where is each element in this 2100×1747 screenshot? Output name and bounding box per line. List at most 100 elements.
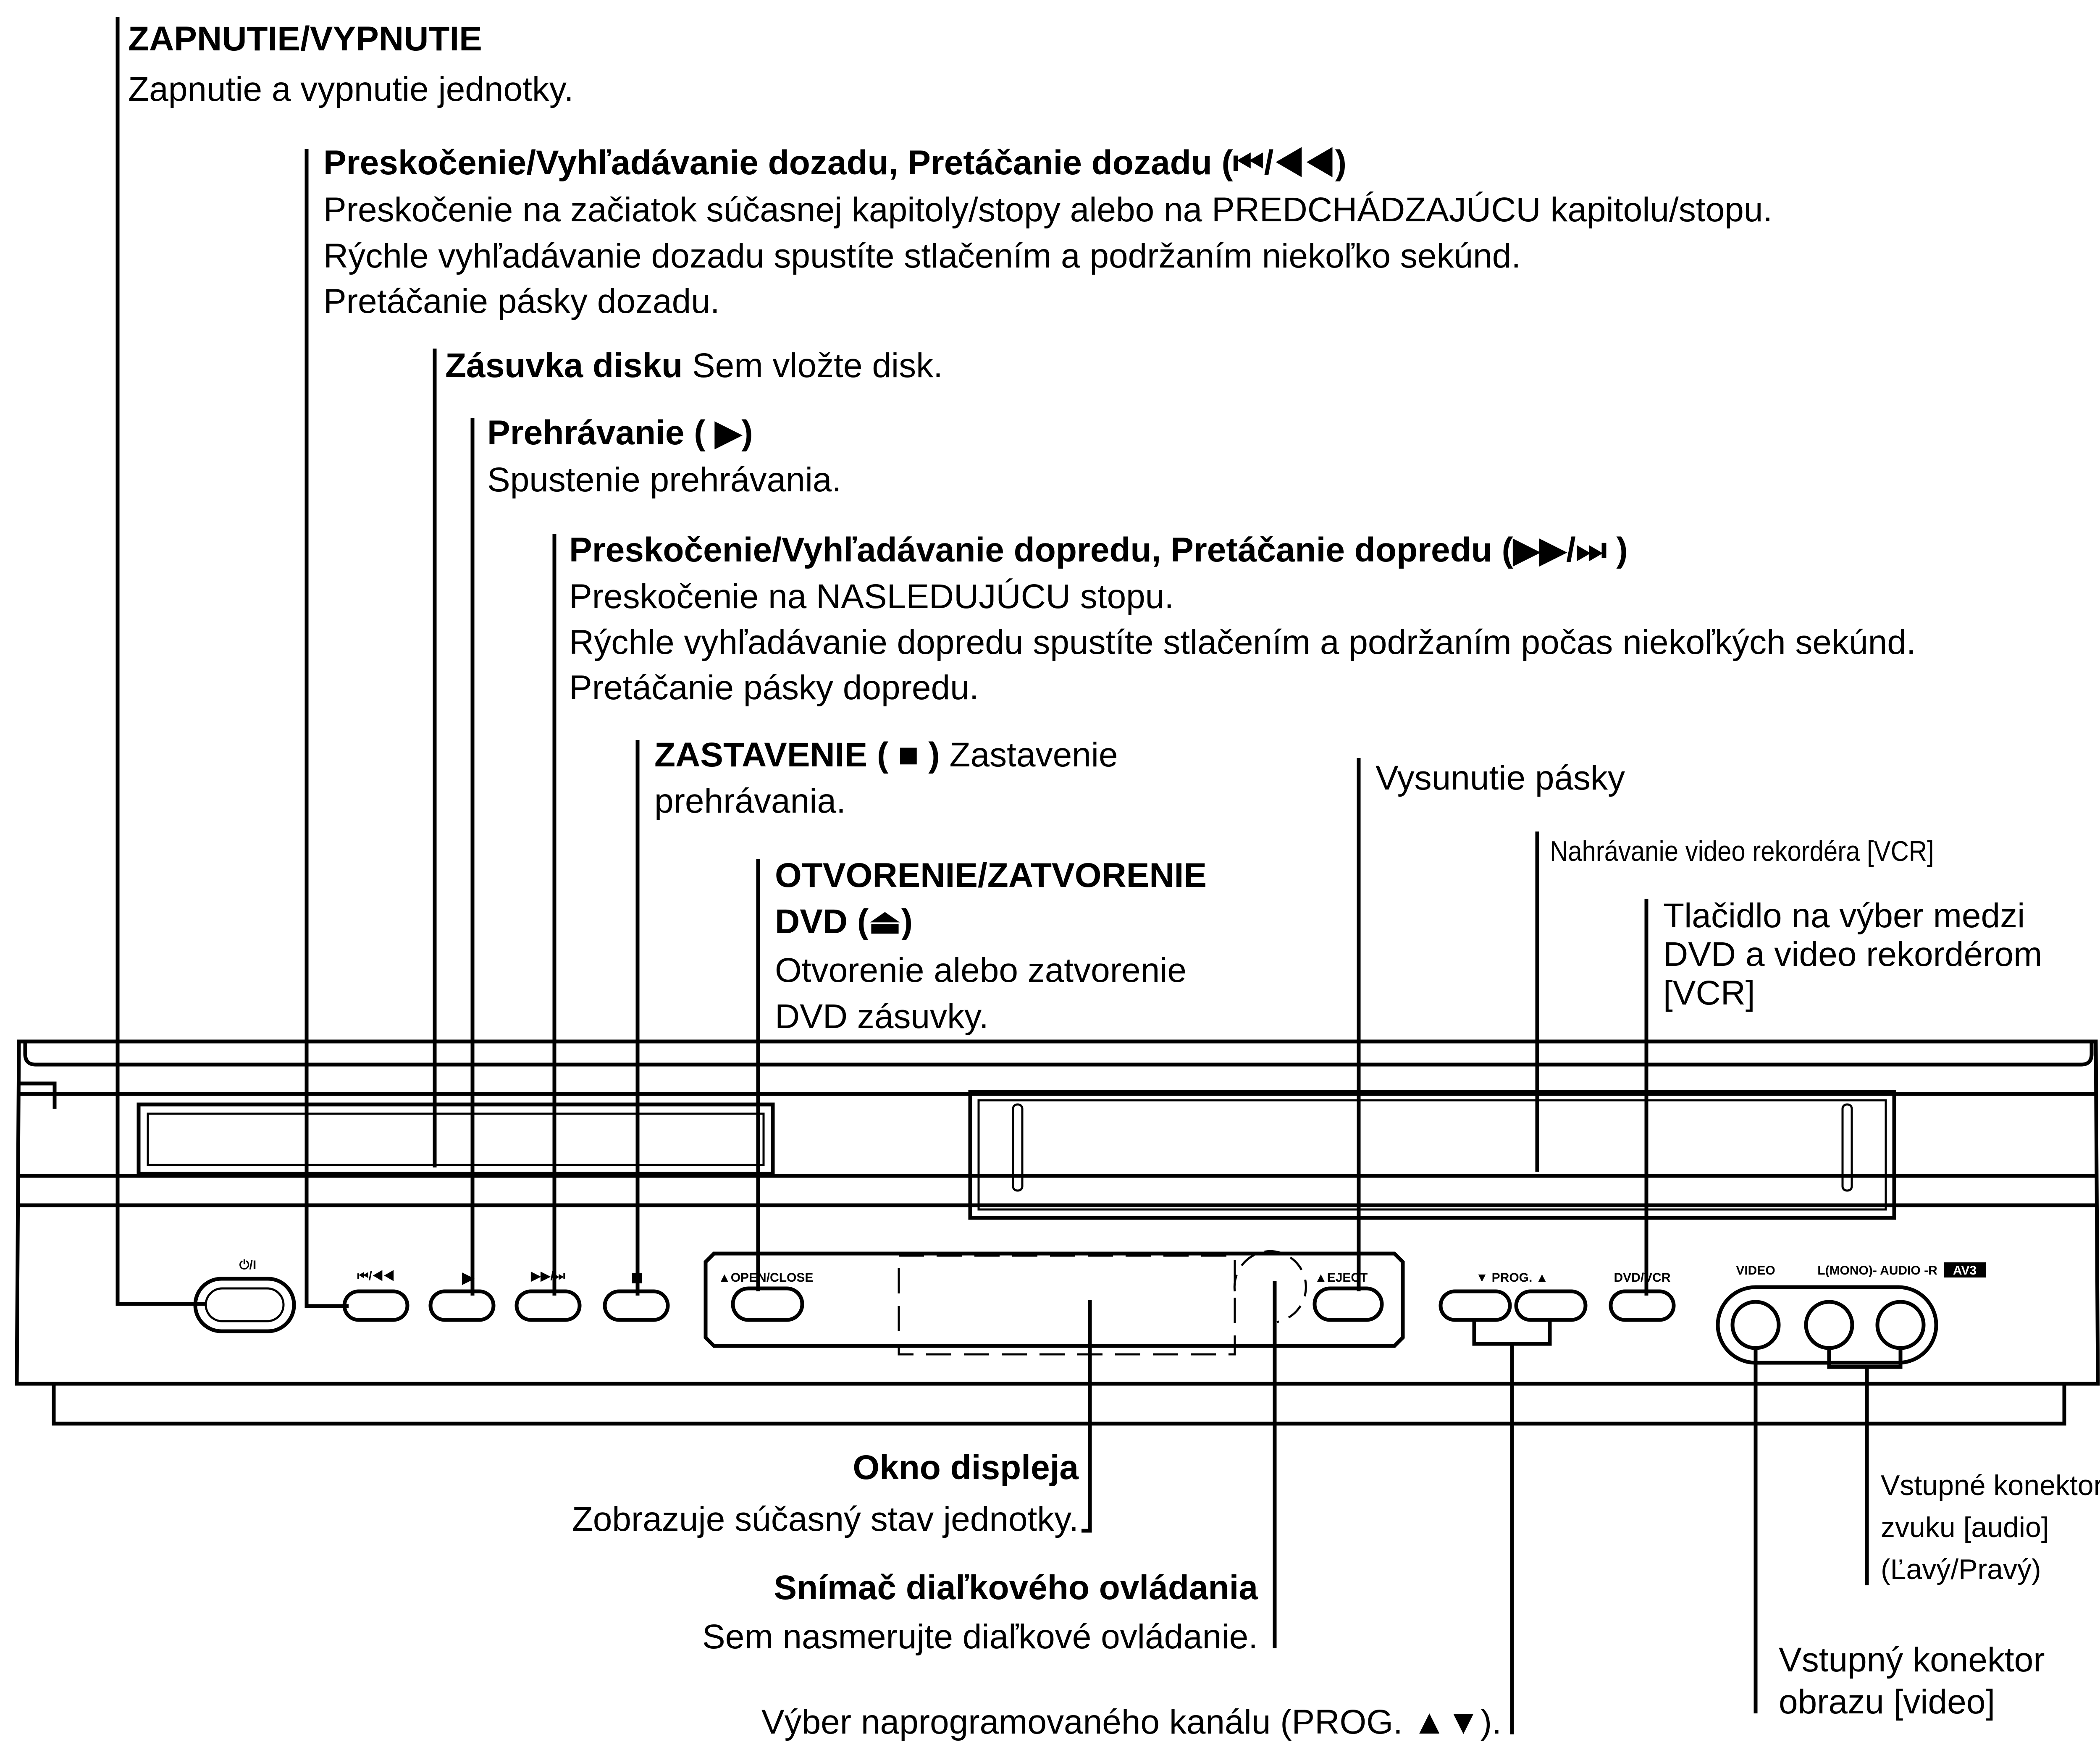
open-close-title-1: OTVORENIE/ZATVORENIE — [775, 856, 1207, 894]
callout-power: ZAPNUTIE/VYPNUTIE Zapnutie a vypnutie je… — [128, 20, 574, 108]
audio-in-line-2: zvuku [audio] — [1881, 1511, 2049, 1543]
callout-skip-fwd: Preskočenie/Vyhľadávanie dopredu, Pretáč… — [569, 531, 1916, 707]
stop-desc-1: Zastavenie — [940, 736, 1118, 774]
skip-fwd-button-group[interactable]: ▶▶/⏭ — [514, 1269, 582, 1322]
callout-play: Prehrávanie ( ▶) Spustenie prehrávania. — [487, 414, 841, 499]
power-button-outer[interactable] — [193, 1277, 296, 1333]
dvd-vcr-line-2: DVD a video rekordérom — [1663, 935, 2042, 973]
vcr-slot-guide-right — [1841, 1103, 1853, 1192]
av3-badge-label: AV3 — [1953, 1264, 1977, 1277]
remote-desc: Sem nasmerujte diaľkové ovládanie. — [702, 1618, 1258, 1656]
audio-in-leader — [1827, 1346, 1903, 1585]
callout-skip-back: Preskočenie/Vyhľadávanie dozadu, Pretáča… — [323, 144, 1772, 320]
open-close-desc-1: Otvorenie alebo zatvorenie — [775, 951, 1186, 989]
vcr-slot-inner — [977, 1099, 1887, 1211]
open-close-panel-label: ▲OPEN/CLOSE — [718, 1271, 813, 1285]
dvd-vcr-button[interactable] — [1609, 1289, 1676, 1322]
stop-desc-2: prehrávania. — [654, 782, 846, 820]
audio-left-jack[interactable] — [1804, 1300, 1854, 1350]
left-trim-upper — [19, 1081, 57, 1109]
skip-back-button-group[interactable]: ⏮/◀◀ — [342, 1269, 410, 1322]
video-in-line-2: obrazu [video] — [1779, 1683, 1995, 1721]
stop-title: ZASTAVENIE ( ■ ) — [654, 736, 940, 774]
skip-back-symbol: ⏮/◀◀ — [1233, 144, 1335, 182]
callout-eject: Vysunutie pásky — [1376, 759, 1625, 797]
video-panel-label: VIDEO — [1736, 1264, 1775, 1277]
dvd-vcr-button-group[interactable]: DVD/VCR — [1609, 1271, 1676, 1322]
skip-back-button[interactable] — [342, 1289, 410, 1322]
power-button[interactable] — [205, 1287, 285, 1322]
av3-badge — [1944, 1262, 1986, 1277]
remote-sensor — [1233, 1250, 1307, 1323]
callout-audio-in: Vstupné konektory zvuku [audio] (Ľavý/Pr… — [1881, 1469, 2100, 1585]
callout-stop: ZASTAVENIE ( ■ ) Zastavenie prehrávania. — [654, 736, 1118, 820]
display-window — [898, 1254, 1236, 1356]
power-leader — [116, 17, 206, 1306]
power-desc: Zapnutie a vypnutie jednotky. — [128, 70, 574, 108]
av3-input-group: VIDEO L(MONO)- AUDIO -R AV3 — [1716, 1262, 1986, 1365]
prog-desc: Výber naprogramovaného kanálu (PROG. ▲▼)… — [761, 1703, 1502, 1741]
av3-jack-panel — [1716, 1285, 1938, 1365]
skip-fwd-line-1: Preskočenie na NASLEDUJÚCU stopu. — [569, 577, 1174, 616]
skip-fwd-symbol: ▶▶/⏭ — [1512, 531, 1607, 569]
callout-vcr-slot: Nahrávanie video rekordéra [VCR] — [1550, 835, 1934, 867]
remote-title: Snímač diaľkového ovládania — [774, 1569, 1258, 1607]
callout-video-in: Vstupný konektor obrazu [video] — [1779, 1641, 2045, 1721]
play-desc: Spustenie prehrávania. — [487, 461, 841, 499]
device-base — [52, 1384, 2066, 1426]
callout-prog: Výber naprogramovaného kanálu (PROG. ▲▼)… — [761, 1703, 1502, 1741]
prog-up-button[interactable] — [1514, 1289, 1588, 1322]
callout-display: Okno displeja Zobrazuje súčasný stav jed… — [572, 1448, 1079, 1538]
play-button-group[interactable] — [428, 1272, 496, 1322]
stop-button[interactable] — [603, 1289, 670, 1322]
skip-back-line-2: Rýchle vyhľadávanie dozadu spustíte stla… — [323, 237, 1521, 275]
display-panel-frame — [704, 1251, 1405, 1348]
dvd-vcr-line-3: [VCR] — [1663, 974, 1755, 1012]
play-button[interactable] — [428, 1289, 496, 1322]
skip-fwd-title: Preskočenie/Vyhľadávanie dopredu, Pretáč… — [569, 531, 1628, 569]
vcr-slot-door[interactable] — [968, 1090, 1896, 1220]
power-button-group[interactable]: ⏻/I — [193, 1258, 296, 1333]
open-close-title-2: DVD (⏏) — [775, 902, 913, 941]
display-panel: ▲OPEN/CLOSE ▲EJECT — [704, 1250, 1405, 1356]
display-desc: Zobrazuje súčasný stav jednotky. — [572, 1500, 1079, 1538]
prog-down-button[interactable] — [1438, 1289, 1512, 1322]
disc-tray-title: Zásuvka disku — [445, 346, 682, 385]
skip-fwd-button[interactable] — [514, 1289, 582, 1322]
video-in-line-1: Vstupný konektor — [1779, 1641, 2045, 1679]
skip-back-leader — [304, 149, 349, 1308]
skip-back-title: Preskočenie/Vyhľadávanie dozadu, Pretáča… — [323, 144, 1347, 182]
skip-fwd-title-text: Preskočenie/Vyhľadávanie dopredu, Pretáč… — [569, 531, 1514, 569]
vcr-slot[interactable] — [968, 1090, 1896, 1220]
callout-dvd-vcr: Tlačidlo na výber medzi DVD a video reko… — [1663, 897, 2042, 1012]
open-close-button[interactable] — [731, 1286, 804, 1322]
audio-right-jack[interactable] — [1875, 1300, 1926, 1350]
display-title: Okno displeja — [853, 1448, 1079, 1487]
open-close-desc-2: DVD zásuvky. — [775, 997, 989, 1036]
vcr-slot-desc: Nahrávanie video rekordéra [VCR] — [1550, 835, 1934, 867]
dvd-tray-outline[interactable] — [136, 1102, 775, 1176]
eject-button[interactable] — [1312, 1286, 1384, 1322]
callout-disc-tray: Zásuvka disku Sem vložte disk. — [445, 346, 943, 385]
video-jack[interactable] — [1730, 1300, 1781, 1350]
prog-buttons-group[interactable]: ▼ PROG. ▲ — [1438, 1271, 1588, 1322]
dvd-tray-inner — [147, 1112, 765, 1166]
prog-leader — [1472, 1319, 1552, 1734]
prog-panel-label: ▼ PROG. ▲ — [1476, 1271, 1549, 1285]
vcr-slot-guide-left — [1012, 1103, 1024, 1192]
skip-back-line-1: Preskočenie na začiatok súčasnej kapitol… — [323, 191, 1772, 229]
audio-in-line-3: (Ľavý/Pravý) — [1881, 1553, 2041, 1585]
play-title: Prehrávanie ( ▶) — [487, 414, 753, 452]
stop-line-1: ZASTAVENIE ( ■ ) Zastavenie — [654, 736, 1118, 774]
dvd-vcr-line-1: Tlačidlo na výber medzi — [1663, 897, 2025, 935]
top-bevel — [23, 1041, 2094, 1067]
eject-desc: Vysunutie pásky — [1376, 759, 1625, 797]
leader-lines — [116, 17, 1903, 1734]
device-outline — [15, 1039, 2100, 1386]
play-icon — [462, 1272, 475, 1285]
callout-remote: Snímač diaľkového ovládania Sem nasmeruj… — [702, 1569, 1258, 1656]
skip-back-line-3: Pretáčanie pásky dozadu. — [323, 282, 720, 320]
dvd-tray[interactable] — [136, 1102, 775, 1176]
